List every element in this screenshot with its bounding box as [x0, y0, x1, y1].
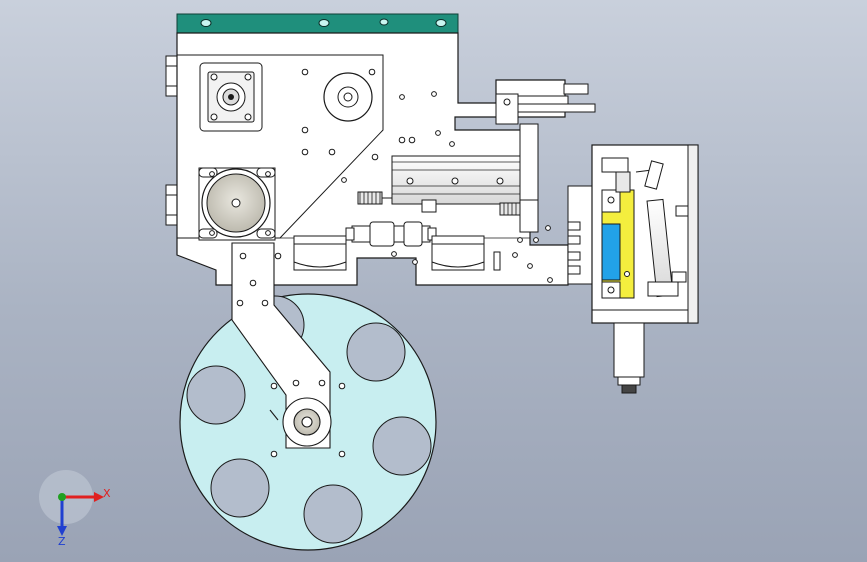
top-mounting-bar — [176, 13, 459, 34]
tension-springs — [357, 191, 533, 216]
drive-motor — [198, 167, 276, 241]
bolt-holes — [209, 68, 553, 458]
guide-pulley — [323, 72, 373, 122]
left-nip-roller — [293, 235, 347, 271]
z-axis-label: Z — [58, 535, 66, 548]
roller-shaft — [345, 221, 437, 247]
x-axis-label: X — [103, 487, 111, 500]
reel-support-arm — [231, 242, 332, 449]
label-sensor-arm — [495, 83, 596, 233]
right-nip-roller — [431, 235, 501, 271]
bottom-nozzle — [613, 322, 645, 394]
square-flange-motor — [199, 62, 263, 132]
horizontal-air-cylinder — [391, 155, 521, 213]
coordinate-triad-icon: X Z — [39, 470, 111, 548]
vertical-pneumatic-cylinder — [601, 157, 689, 298]
yellow-valve-block — [601, 189, 635, 299]
left-side-brackets — [165, 55, 178, 226]
